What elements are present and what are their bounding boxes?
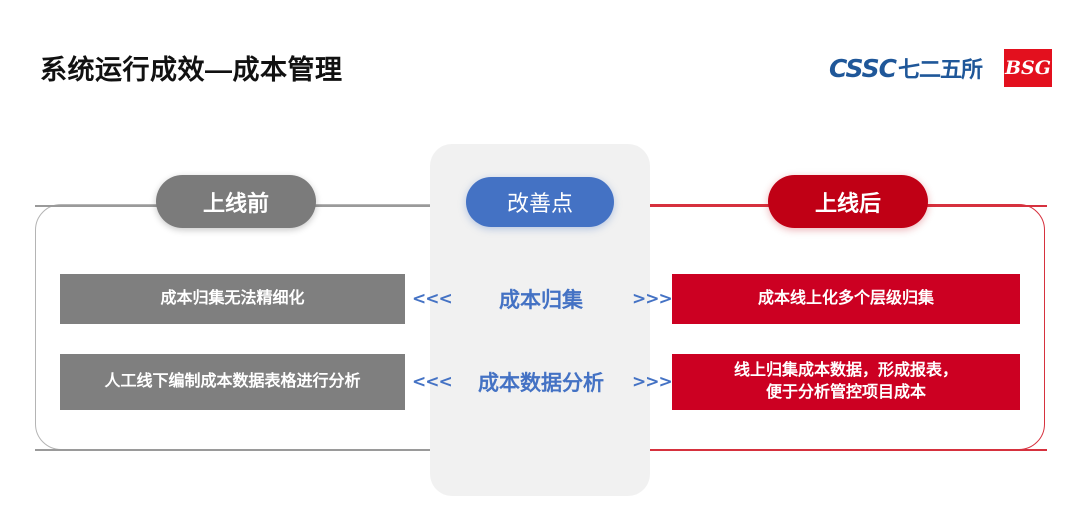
arrow-right-icon: >>> bbox=[632, 289, 673, 309]
pill-improvement-points[interactable]: 改善点 bbox=[466, 177, 614, 227]
comparison-row: 人工线下编制成本数据表格进行分析 <<< 成本数据分析 >>> 线上归集成本数据… bbox=[0, 352, 1080, 412]
connector-line-bottom-right bbox=[647, 449, 1047, 451]
after-state-box: 线上归集成本数据，形成报表， 便于分析管控项目成本 bbox=[672, 354, 1020, 410]
improvement-topic-label: 成本归集 bbox=[499, 289, 583, 312]
arrow-left-icon: <<< bbox=[412, 372, 453, 392]
connector-line-left-outer bbox=[35, 205, 159, 207]
improvement-topic-label: 成本数据分析 bbox=[478, 372, 604, 395]
before-state-box: 成本归集无法精细化 bbox=[60, 274, 405, 324]
pill-before-launch[interactable]: 上线前 bbox=[156, 175, 316, 228]
comparison-row: 成本归集无法精细化 <<< 成本归集 >>> 成本线上化多个层级归集 bbox=[0, 272, 1080, 326]
connector-line-bottom-left bbox=[35, 449, 433, 451]
page-title: 系统运行成效—成本管理 bbox=[40, 55, 343, 85]
after-state-line-2: 便于分析管控项目成本 bbox=[765, 384, 926, 401]
brand-logo-group: CSSC 七二五所 BSG bbox=[829, 46, 1052, 90]
connector-line-right-inner bbox=[647, 205, 771, 207]
connector-line-right-outer bbox=[925, 205, 1047, 207]
after-state-box: 成本线上化多个层级归集 bbox=[672, 274, 1020, 324]
after-state-line-1: 线上归集成本数据，形成报表， bbox=[733, 362, 958, 380]
bsg-logo-badge: BSG bbox=[1004, 49, 1052, 87]
pill-after-launch[interactable]: 上线后 bbox=[768, 175, 928, 228]
connector-line-left-inner bbox=[313, 205, 433, 207]
arrow-left-icon: <<< bbox=[412, 289, 453, 309]
before-state-box: 人工线下编制成本数据表格进行分析 bbox=[60, 354, 405, 410]
cssc-chinese-name: 七二五所 bbox=[897, 57, 983, 82]
cssc-wordmark: CSSC bbox=[829, 53, 897, 83]
arrow-right-icon: >>> bbox=[632, 372, 673, 392]
